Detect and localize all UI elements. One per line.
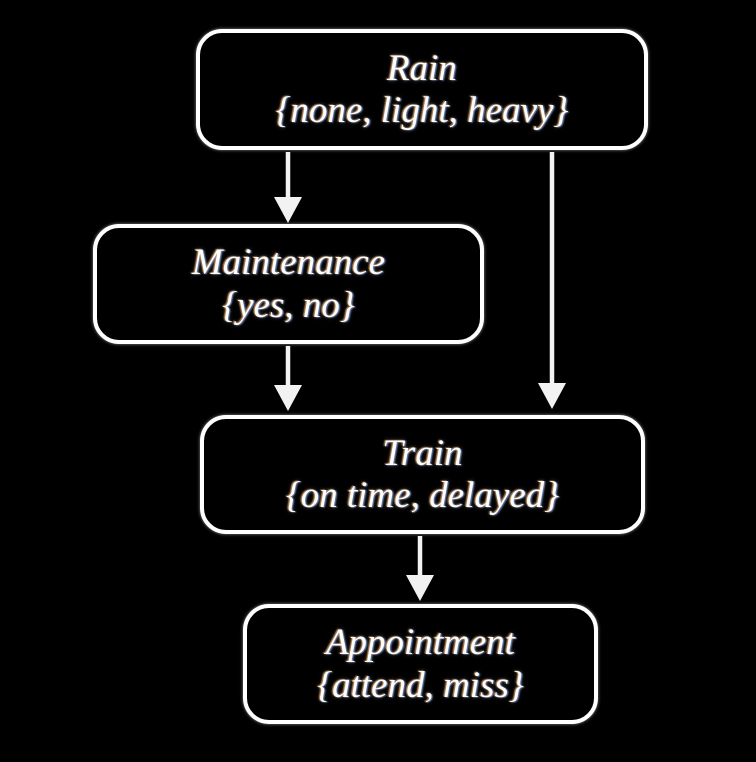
node-rain-label: Rain — [387, 47, 457, 89]
edge-train-to-appointment — [406, 536, 434, 601]
edge-rain-to-maintenance — [274, 152, 302, 223]
node-appointment[interactable]: Appointment {attend, miss} — [243, 604, 598, 724]
node-appointment-states: {attend, miss} — [317, 664, 524, 706]
node-rain[interactable]: Rain {none, light, heavy} — [196, 29, 648, 150]
node-train-label: Train — [382, 432, 463, 474]
node-maintenance[interactable]: Maintenance {yes, no} — [93, 224, 484, 344]
node-maintenance-label: Maintenance — [191, 242, 386, 284]
node-maintenance-states: {yes, no} — [222, 284, 355, 326]
arrowhead-icon — [274, 197, 302, 223]
arrowhead-icon — [274, 385, 302, 411]
arrowhead-icon — [538, 383, 566, 409]
edge-maintenance-to-train — [274, 346, 302, 411]
arrowhead-icon — [406, 575, 434, 601]
edge-rain-to-train — [538, 152, 566, 409]
node-appointment-label: Appointment — [325, 622, 516, 664]
node-train[interactable]: Train {on time, delayed} — [200, 415, 645, 534]
node-train-states: {on time, delayed} — [285, 475, 560, 516]
node-rain-states: {none, light, heavy} — [275, 90, 569, 131]
